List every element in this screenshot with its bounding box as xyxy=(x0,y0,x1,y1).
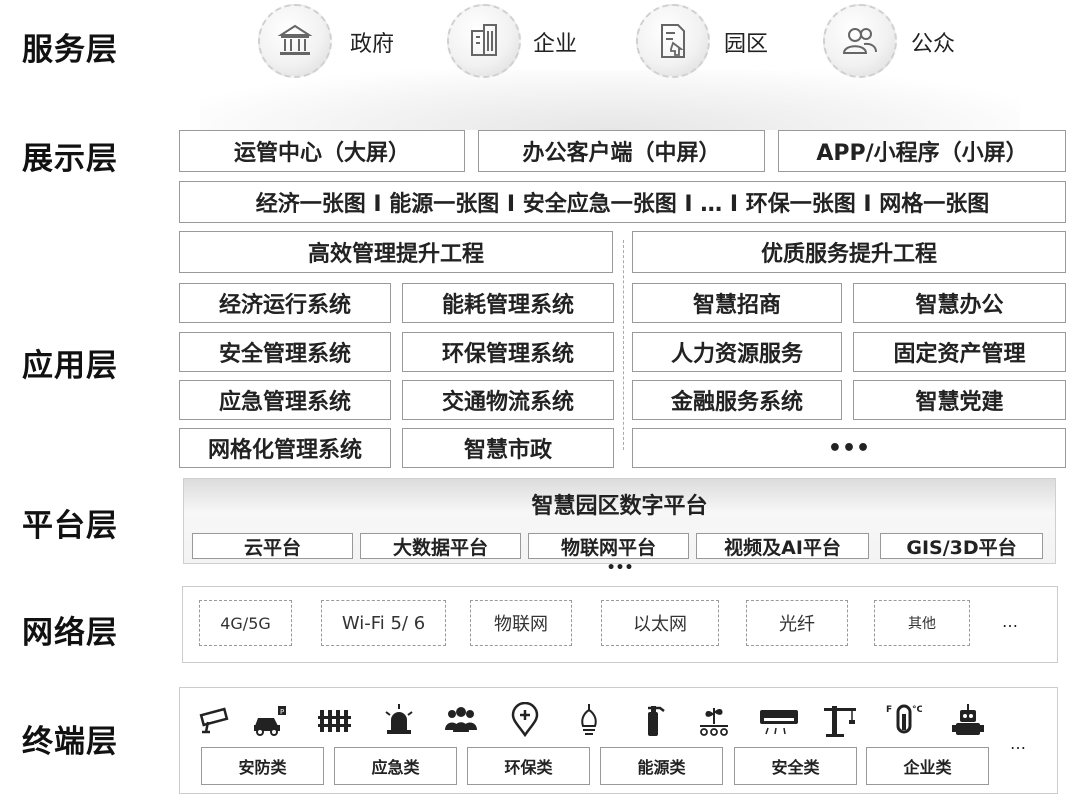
app-item: 交通物流系统 xyxy=(402,380,614,420)
app-item: 智慧办公 xyxy=(853,283,1066,323)
bulb-icon xyxy=(581,704,597,735)
display-screen-small: APP/小程序（小屏） xyxy=(778,130,1066,172)
app-item: 固定资产管理 xyxy=(853,332,1066,372)
layer-label-terminal: 终端层 xyxy=(22,724,118,760)
service-glow xyxy=(200,70,1020,130)
air-conditioner-icon xyxy=(760,710,798,735)
app-item: 环保管理系统 xyxy=(402,332,614,372)
platform-item: 物联网平台 xyxy=(528,533,689,559)
network-more: … xyxy=(1002,612,1018,631)
app-right-title: 优质服务提升工程 xyxy=(632,231,1066,273)
terminal-category: 能源类 xyxy=(600,747,723,785)
service-item-enterprise: 企业 xyxy=(533,32,578,57)
layer-label-platform: 平台层 xyxy=(22,508,118,544)
terminal-category: 安防类 xyxy=(201,747,324,785)
terminal-category: 应急类 xyxy=(334,747,457,785)
people-icon xyxy=(823,4,897,78)
terminal-icons-more: … xyxy=(1010,734,1026,753)
app-item-more: ••• xyxy=(632,428,1066,468)
app-item: 安全管理系统 xyxy=(179,332,391,372)
app-item: 智慧市政 xyxy=(402,428,614,468)
svg-text:F: F xyxy=(886,705,892,715)
service-item-government: 政府 xyxy=(350,32,395,57)
network-item: 4G/5G xyxy=(199,600,292,646)
alarm-light-icon xyxy=(385,704,413,734)
network-item: 其他 xyxy=(874,600,970,646)
robot-icon xyxy=(952,704,984,735)
terminal-category: 企业类 xyxy=(866,747,989,785)
service-item-public: 公众 xyxy=(911,32,956,57)
display-maps: 经济一张图 I 能源一张图 I 安全应急一张图 I … I 环保一张图 I 网格… xyxy=(179,181,1066,223)
platform-item: 大数据平台 xyxy=(360,533,521,559)
camera-icon xyxy=(199,707,229,734)
terminal-category: 环保类 xyxy=(467,747,590,785)
platform-more: ••• xyxy=(606,560,634,576)
layer-label-service: 服务层 xyxy=(22,32,118,68)
app-item: 应急管理系统 xyxy=(179,380,391,420)
network-item: 物联网 xyxy=(470,600,572,646)
office-building-icon xyxy=(447,4,521,78)
app-item: 网格化管理系统 xyxy=(179,428,391,468)
svg-text:P: P xyxy=(280,708,284,716)
location-pin-icon xyxy=(511,702,539,738)
display-screen-large: 运管中心（大屏） xyxy=(179,130,465,172)
fence-icon xyxy=(318,710,351,732)
layer-label-network: 网络层 xyxy=(22,615,118,651)
terminal-category: 安全类 xyxy=(734,747,857,785)
thermometer-icon: F °C xyxy=(886,704,922,734)
display-screen-medium: 办公客户端（中屏） xyxy=(478,130,765,172)
svg-text:°C: °C xyxy=(912,705,922,715)
crowd-icon xyxy=(445,707,477,732)
app-item: 智慧招商 xyxy=(632,283,842,323)
app-divider xyxy=(623,240,624,450)
app-item: 金融服务系统 xyxy=(632,380,842,420)
tower-crane-icon xyxy=(824,706,856,737)
layer-label-application: 应用层 xyxy=(22,348,118,384)
service-item-park: 园区 xyxy=(724,32,769,57)
plant-sensor-icon xyxy=(700,708,728,736)
network-item: 以太网 xyxy=(601,600,719,646)
government-building-icon xyxy=(258,4,332,78)
fire-extinguisher-icon xyxy=(648,706,665,736)
app-item: 经济运行系统 xyxy=(179,283,391,323)
network-item: Wi-Fi 5/ 6 xyxy=(321,600,446,646)
park-document-icon xyxy=(636,4,710,78)
network-item: 光纤 xyxy=(746,600,848,646)
platform-title: 智慧园区数字平台 xyxy=(531,494,708,519)
app-item: 能耗管理系统 xyxy=(402,283,614,323)
app-item: 智慧党建 xyxy=(853,380,1066,420)
platform-item: 视频及AI平台 xyxy=(696,533,869,559)
app-item: 人力资源服务 xyxy=(632,332,842,372)
platform-item: 云平台 xyxy=(192,533,353,559)
parking-car-icon: P xyxy=(254,706,286,736)
app-left-title: 高效管理提升工程 xyxy=(179,231,613,273)
platform-item: GIS/3D平台 xyxy=(880,533,1043,559)
layer-label-display: 展示层 xyxy=(22,141,118,177)
